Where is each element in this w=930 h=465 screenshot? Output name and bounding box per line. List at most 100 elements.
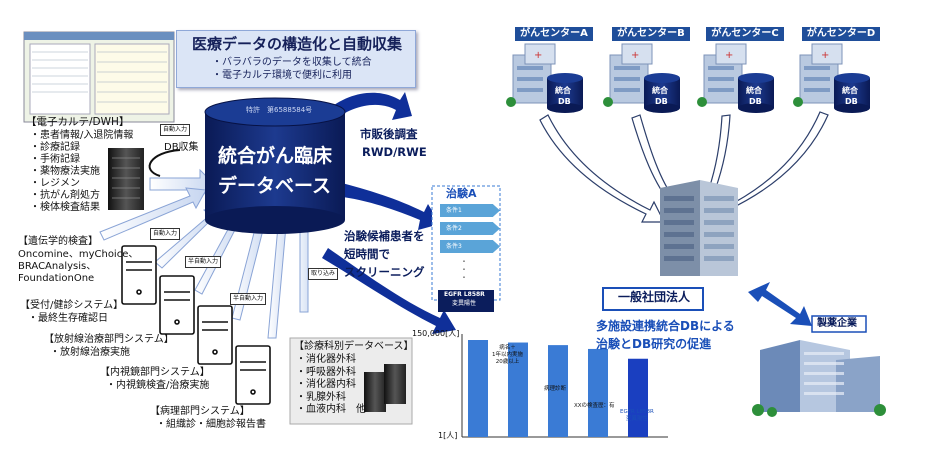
output-arrows (322, 92, 456, 334)
hospital-icon: + (697, 43, 774, 113)
system-server-icons (121, 245, 271, 405)
center-db-label-line2: DB (655, 97, 668, 106)
svg-text:+: + (534, 50, 542, 61)
db-collect-loop-arrow (148, 149, 181, 177)
db-title-line1: 統合がん臨床 (218, 145, 333, 167)
center-label-a: がんセンターA (515, 27, 593, 41)
input-arrows (99, 168, 315, 339)
center-db-label-line1: 統合 (652, 86, 668, 95)
dept-db-item: ・消化器外科 (296, 354, 356, 365)
hospital-icon: + (506, 43, 583, 113)
chart-bar (468, 340, 488, 437)
trial-ellipsis: ･･･ (462, 257, 466, 282)
svg-text:+: + (631, 50, 639, 61)
auto-input-tag-genetic: 自動入力 (150, 228, 181, 240)
pathology-system-item: ・組織診・細胞診報告書 (156, 419, 266, 430)
pharma-building-icon (752, 340, 886, 417)
ehr-item: ・手術記録 (30, 154, 80, 165)
center-db-label-line2: DB (558, 97, 571, 106)
auto-input-tag-ehr: 自動入力 (160, 124, 191, 136)
chart-bar-label-1: 病名＋ 1年以内実施 20歳以上 (492, 345, 523, 365)
chart-bar (508, 342, 528, 437)
chart-y-bottom-label: 1[人] (438, 431, 458, 440)
center-db-label-line2: DB (749, 97, 762, 106)
genetic-line3: FoundationOne (18, 273, 95, 284)
title-bullet-2-text: 電子カルテ環境で便利に利用 (222, 70, 352, 81)
center-db-label-line1: 統合 (746, 86, 762, 95)
svg-text:+: + (821, 50, 829, 61)
title-bullet-1: ・バラバラのデータを収集して統合 (212, 57, 372, 68)
trial-condition-2: 条件2 (440, 222, 500, 235)
radiation-system-item: ・放射線治療実施 (50, 347, 130, 358)
endoscopy-system-title: 【内視鏡部門システム】 (100, 367, 210, 378)
screening-line1: 治験候補患者を (344, 229, 425, 243)
trial-footer-box (438, 290, 494, 312)
ehr-item: ・レジメン (30, 178, 80, 189)
reception-system-item: ・最終生存確認日 (28, 313, 108, 324)
hospital-icon: + (793, 43, 870, 113)
chart-bar-label-4: EGFR L858R 変異陽性 (620, 409, 654, 422)
integrated-db-cylinder (204, 97, 346, 234)
org-promo-line2: 治験とDB研究の促進 (596, 337, 712, 351)
pharma-label: 製薬企業 (817, 318, 857, 329)
radiation-system-title: 【放射線治療部門システム】 (44, 334, 174, 345)
org-label-box (602, 287, 704, 311)
postmarket-line1: 市販後調査 (360, 127, 418, 141)
semi-auto-tag-1: 半自動入力 (185, 256, 222, 268)
ehr-item: ・診療記録 (30, 142, 80, 153)
association-building-icon (660, 180, 738, 276)
center-db-label-line1: 統合 (842, 86, 858, 95)
ehr-title: 【電子カルテ/DWH】 (26, 116, 130, 128)
pharma-label-box (811, 315, 867, 333)
ehr-item: ・薬物療法実施 (30, 166, 100, 177)
org-pharma-double-arrow (748, 282, 812, 326)
funnel-chart-bars (468, 340, 648, 437)
dept-db-server-icon (364, 364, 406, 412)
ehr-item: ・患者情報/入退院情報 (30, 130, 134, 141)
center-db-label-line1: 統合 (555, 86, 571, 95)
patent-tag: 特許 第6588584号 (246, 106, 313, 114)
cancer-center-hospitals: + + + + (506, 43, 870, 113)
pathology-system-title: 【病理部門システム】 (150, 406, 250, 417)
trial-footer-2: 変異陽性 (452, 300, 477, 307)
svg-text:+: + (725, 50, 733, 61)
main-title: 医療データの構造化と自動収集 (192, 35, 403, 53)
trial-title: 治験A (446, 187, 477, 200)
genetic-title: 【遺伝学的検査】 (18, 236, 98, 247)
center-label-b: がんセンターB (612, 27, 690, 41)
chart-bar (588, 348, 608, 437)
ehr-item: ・抗がん剤処方 (30, 190, 100, 201)
center-label-c: がんセンターC (706, 27, 784, 41)
db-title-line2: データベース (218, 175, 332, 197)
center-db-label-line2: DB (845, 97, 858, 106)
chart-bar (548, 345, 568, 437)
chart-bar-label-2: 病理診断 (544, 386, 567, 392)
screening-line3: スクリーニング (344, 265, 425, 279)
trial-footer-1: EGFR L858R (444, 291, 485, 298)
ehr-server-icon (108, 148, 144, 210)
postmarket-line2: RWD/RWE (362, 145, 427, 159)
dept-db-item: ・血液内科 他 (296, 404, 366, 415)
title-box (176, 30, 416, 88)
org-promo-line1: 多施設連携統合DBによる (596, 319, 735, 333)
genetic-line2: BRACAnalysis、 (18, 261, 97, 272)
title-bullet-2: ・電子カルテ環境で便利に利用 (212, 70, 352, 81)
import-tag: 取り込み (308, 268, 339, 280)
ehr-screenshot-thumbnail (23, 31, 175, 123)
trial-condition-1: 条件1 (440, 204, 500, 217)
trial-condition-3: 条件3 (440, 240, 500, 253)
chart-y-top-label: 150,000[人] (412, 329, 460, 338)
dept-db-item: ・消化器内科 (296, 379, 356, 390)
genetic-line1: Oncomine、myChoice、 (18, 249, 139, 260)
chart-bar (628, 358, 648, 437)
center-label-d: がんセンターD (802, 27, 880, 41)
dept-db-item: ・乳腺外科 (296, 391, 346, 403)
chart-bar-label-3: XXの検査歴：有 (574, 403, 615, 409)
dept-db-item: ・呼吸器外科 (296, 366, 356, 378)
hospital-icon: + (603, 43, 680, 113)
endoscopy-system-item: ・内視鏡検査/治療実施 (106, 380, 210, 391)
semi-auto-tag-2: 半自動入力 (230, 293, 267, 305)
org-name: 一般社団法人 (618, 290, 691, 304)
